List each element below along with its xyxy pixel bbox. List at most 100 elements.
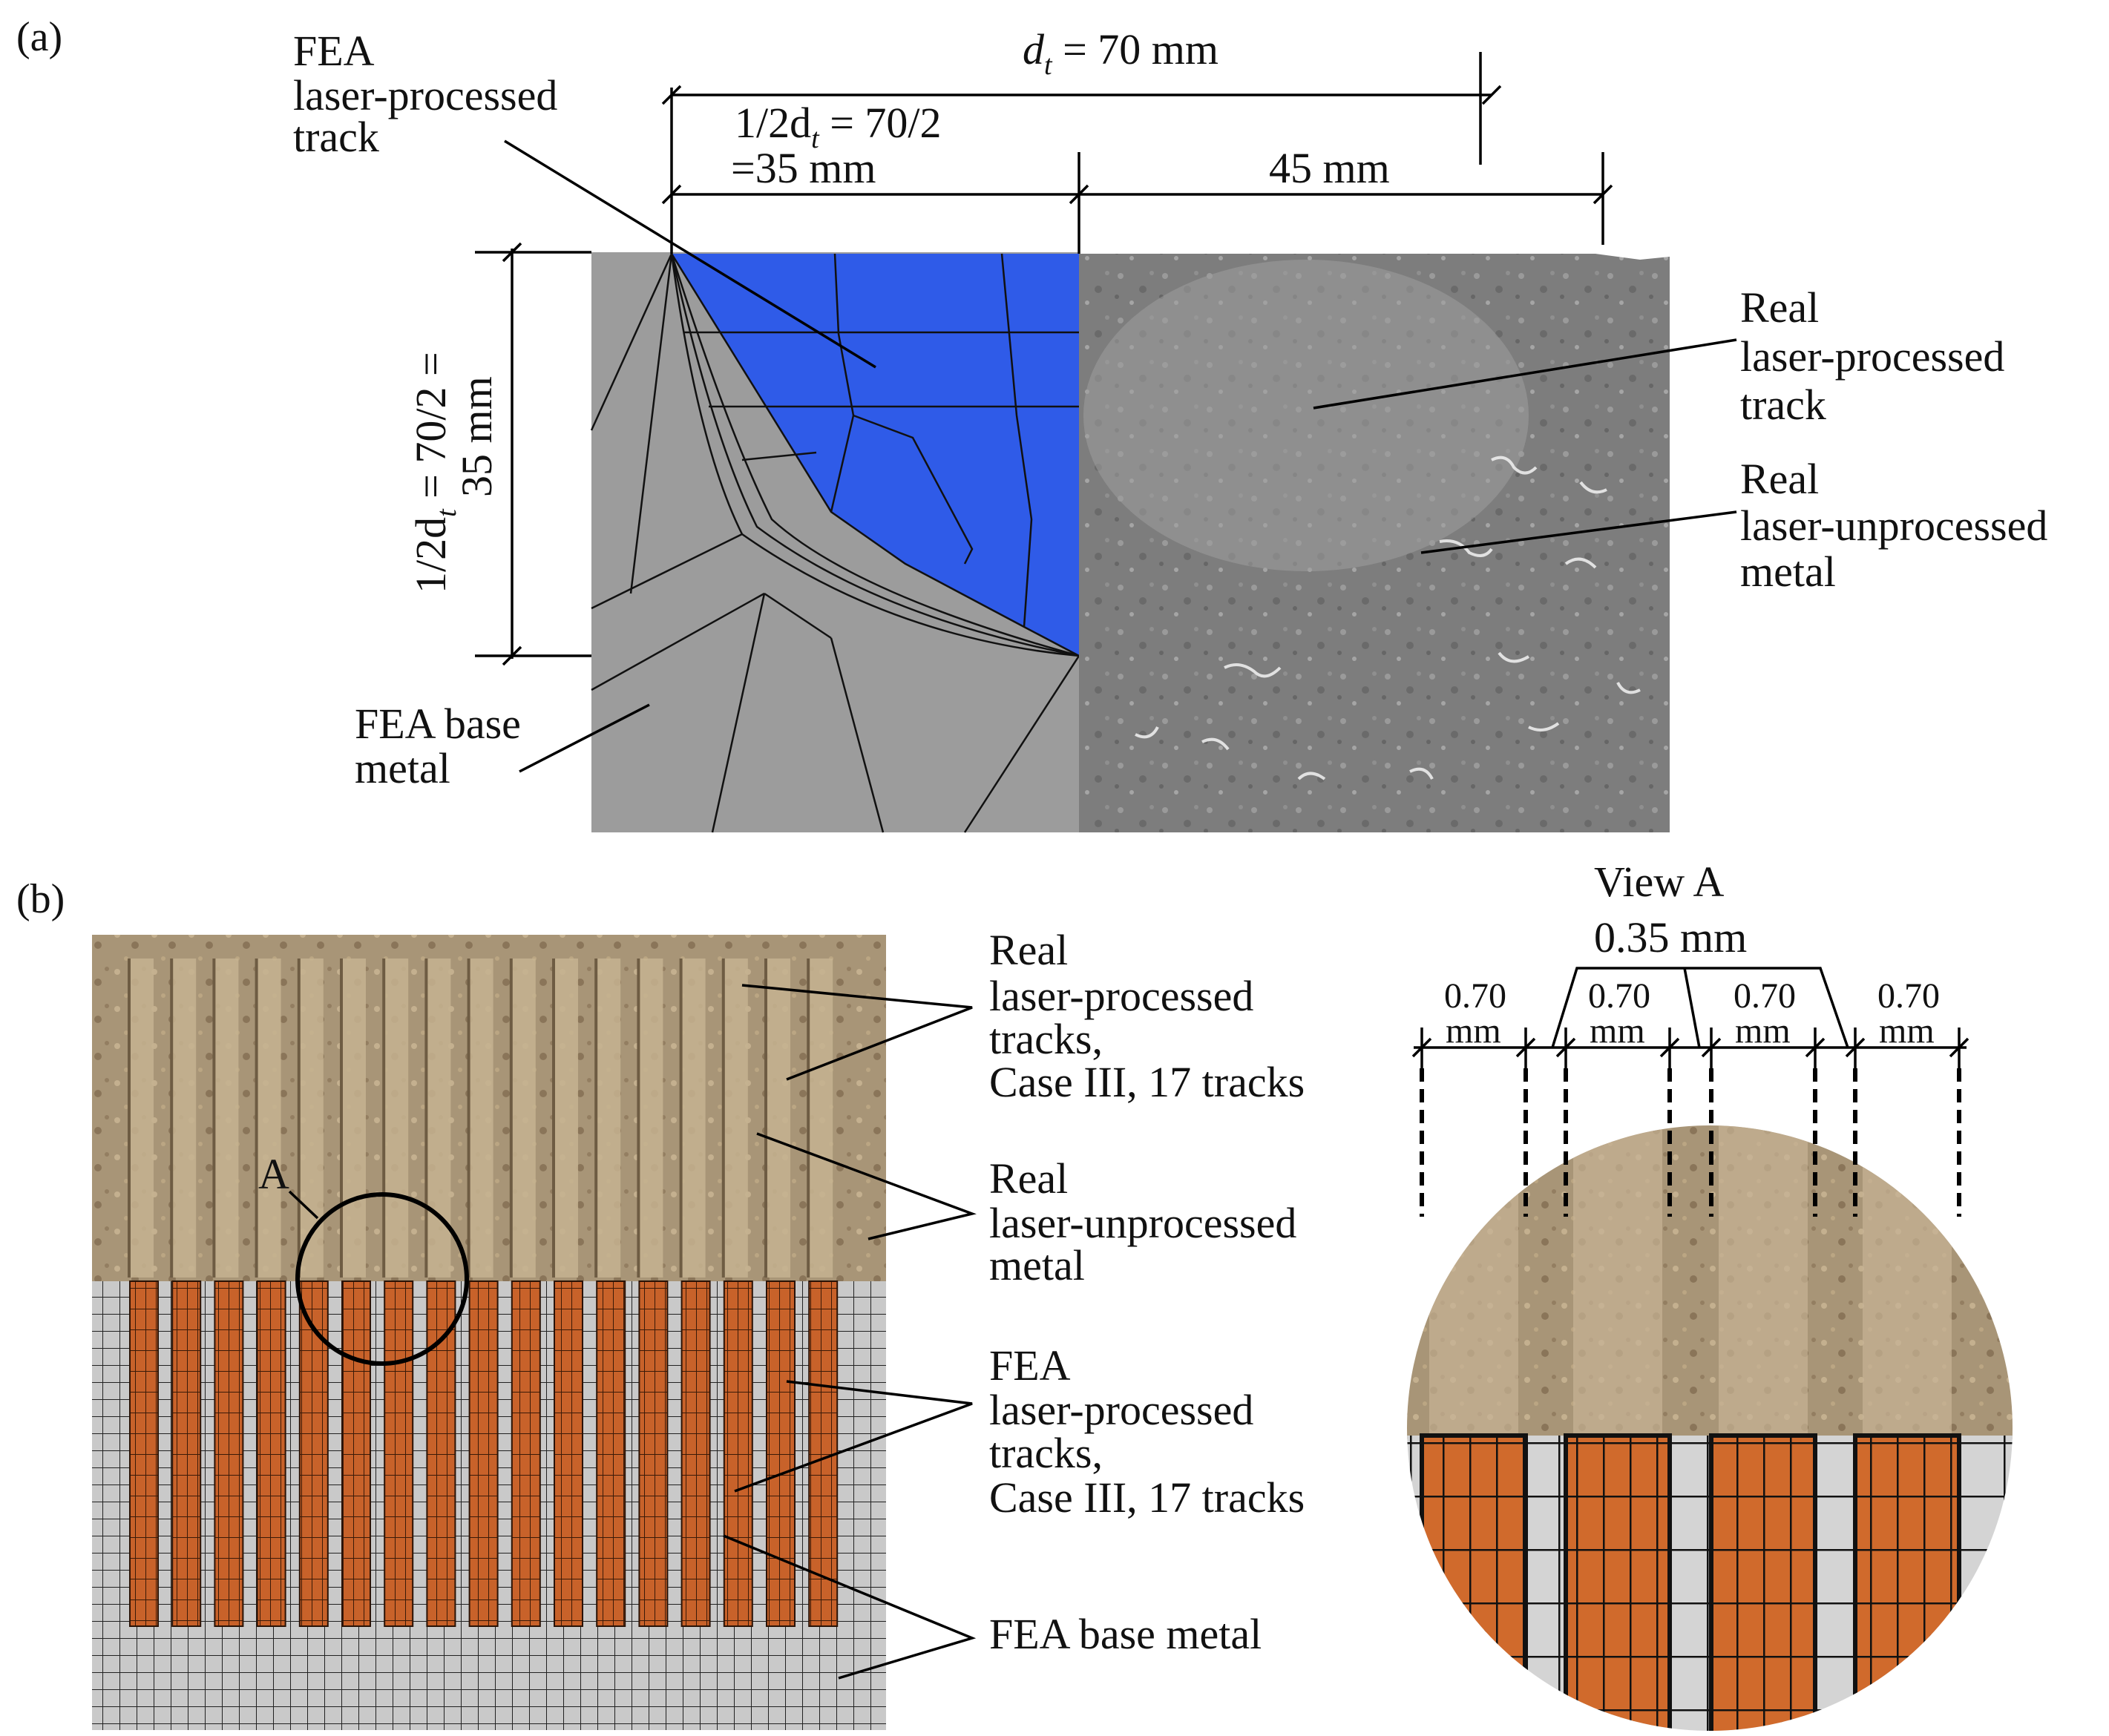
panel-b-label: (b) bbox=[16, 876, 65, 922]
fea-track-stripe bbox=[384, 1280, 414, 1627]
view-a-marker-circle bbox=[295, 1192, 469, 1366]
sem-photo-section bbox=[1079, 254, 1670, 832]
real-track-stripe bbox=[597, 959, 621, 1278]
real-track-stripe bbox=[469, 959, 493, 1278]
svg-text:laser-processed: laser-processed bbox=[1740, 332, 2004, 381]
svg-text:track: track bbox=[293, 113, 379, 161]
magnified-track-stripe bbox=[1863, 1125, 1952, 1439]
fea-track-stripe bbox=[171, 1280, 202, 1627]
view-a-width: 0.35 mm bbox=[1594, 913, 1747, 961]
svg-text:Real: Real bbox=[989, 1154, 1068, 1203]
fea-track-stripe bbox=[638, 1280, 669, 1627]
fea-mesh-section bbox=[590, 252, 1080, 833]
spacing-value: 0.70 bbox=[1588, 976, 1650, 1016]
fea-track-stripe bbox=[214, 1280, 244, 1627]
view-a-trapezoid-mid bbox=[1683, 967, 1701, 1048]
real-track-stripe bbox=[639, 959, 663, 1278]
real-track-edge bbox=[340, 959, 343, 1278]
real-track-edge bbox=[170, 959, 174, 1278]
real-track-stripe bbox=[724, 959, 748, 1278]
real-track-edge bbox=[467, 959, 470, 1278]
real-track-edge bbox=[509, 959, 513, 1278]
real-track-stripe bbox=[342, 959, 366, 1278]
spacing-value: 0.70 bbox=[1734, 976, 1796, 1016]
svg-text:Case III, 17 tracks: Case III, 17 tracks bbox=[989, 1058, 1305, 1106]
real-track-stripe bbox=[767, 959, 790, 1278]
svg-text:FEA: FEA bbox=[293, 27, 375, 75]
svg-text:laser-processed: laser-processed bbox=[293, 71, 557, 119]
fea-base-annotation-b: FEA base metal bbox=[723, 1534, 1262, 1680]
spacing-unit: mm bbox=[1879, 1011, 1935, 1051]
view-a-magnified bbox=[1407, 1125, 2013, 1731]
magnified-track-stripe bbox=[1429, 1125, 1518, 1439]
real-track-edge bbox=[552, 959, 555, 1278]
view-a-marker-label: A bbox=[258, 1150, 289, 1198]
real-track-edge bbox=[807, 959, 810, 1278]
magnified-copper-track bbox=[1420, 1433, 1528, 1731]
real-track-stripe bbox=[172, 959, 197, 1278]
real-unprocessed-annotation: Real laser-unprocessed metal bbox=[1420, 455, 2047, 596]
view-a-trapezoid-left bbox=[1551, 967, 1849, 1048]
real-track-stripe bbox=[384, 959, 409, 1278]
view-a-title: View A bbox=[1594, 858, 1724, 906]
dim-vert-value: 35 mm bbox=[453, 376, 501, 497]
real-track-edge bbox=[594, 959, 598, 1278]
spacing-unit: mm bbox=[1590, 1011, 1645, 1051]
dim-total-label: dt = 70 mm bbox=[1023, 25, 1219, 81]
fea-track-stripe bbox=[341, 1280, 371, 1627]
svg-text:1/2dt = 70/2 =: 1/2dt = 70/2 = bbox=[407, 352, 462, 594]
real-tracks-annotation: Real laser-processed tracks, Case III, 1… bbox=[741, 926, 1305, 1106]
real-track-edge bbox=[637, 959, 640, 1278]
svg-text:laser-processed: laser-processed bbox=[989, 972, 1253, 1020]
spacing-unit: mm bbox=[1735, 1011, 1791, 1051]
real-track-stripe bbox=[214, 959, 239, 1278]
real-track-edge bbox=[764, 959, 767, 1278]
real-track-stripe bbox=[130, 959, 154, 1278]
svg-text:Real: Real bbox=[989, 926, 1068, 974]
svg-text:metal: metal bbox=[989, 1241, 1085, 1289]
fea-tracks-mesh bbox=[92, 1280, 886, 1730]
magnified-track-stripe bbox=[1573, 1125, 1662, 1439]
svg-text:track: track bbox=[1740, 381, 1826, 429]
real-track-edge bbox=[721, 959, 725, 1278]
spacing-value: 0.70 bbox=[1877, 976, 1940, 1016]
real-track-stripe bbox=[554, 959, 578, 1278]
fea-tracks-annotation: FEA laser-processed tracks, Case III, 17… bbox=[734, 1341, 1305, 1522]
real-track-edge bbox=[297, 959, 301, 1278]
spacing-value: 0.70 bbox=[1444, 976, 1506, 1016]
svg-text:FEA base: FEA base bbox=[355, 700, 521, 748]
fea-track-stripe bbox=[511, 1280, 541, 1627]
fea-track-stripe bbox=[468, 1280, 499, 1627]
real-track-edge bbox=[255, 959, 258, 1278]
spacing-unit: mm bbox=[1446, 1011, 1501, 1051]
svg-text:laser-processed: laser-processed bbox=[989, 1386, 1253, 1434]
real-track-annotation: Real laser-processed track bbox=[1313, 283, 2004, 429]
svg-text:Real: Real bbox=[1740, 455, 1819, 503]
magnified-copper-track bbox=[1709, 1433, 1817, 1731]
fea-track-stripe bbox=[723, 1280, 753, 1627]
real-unprocessed-annotation-b: Real laser-unprocessed metal bbox=[756, 1132, 1296, 1289]
real-track-stripe bbox=[511, 959, 536, 1278]
fea-track-stripe bbox=[426, 1280, 456, 1627]
magnified-copper-track bbox=[1564, 1433, 1672, 1731]
fea-base-annotation: FEA base metal bbox=[355, 700, 650, 792]
fea-track-stripe bbox=[596, 1280, 626, 1627]
real-track-stripe bbox=[257, 959, 281, 1278]
fea-track-stripe bbox=[256, 1280, 286, 1627]
fea-track-stripe bbox=[554, 1280, 583, 1627]
fea-track-stripe bbox=[766, 1280, 796, 1627]
svg-text:FEA base metal: FEA base metal bbox=[989, 1610, 1262, 1658]
real-track-edge bbox=[679, 959, 683, 1278]
svg-text:laser-unprocessed: laser-unprocessed bbox=[1740, 502, 2047, 550]
view-a-marker-leader bbox=[288, 1190, 319, 1220]
magnified-track-stripe bbox=[1719, 1125, 1808, 1439]
real-track-stripe bbox=[427, 959, 451, 1278]
fea-processed-track-region bbox=[672, 254, 1079, 656]
view-a-dashed-guides bbox=[1420, 1068, 1961, 1217]
panel-a-label: (a) bbox=[16, 14, 62, 60]
svg-text:Real: Real bbox=[1740, 283, 1819, 332]
fea-track-annotation: FEA laser-processed track bbox=[293, 27, 876, 369]
fea-track-stripe bbox=[808, 1280, 839, 1627]
